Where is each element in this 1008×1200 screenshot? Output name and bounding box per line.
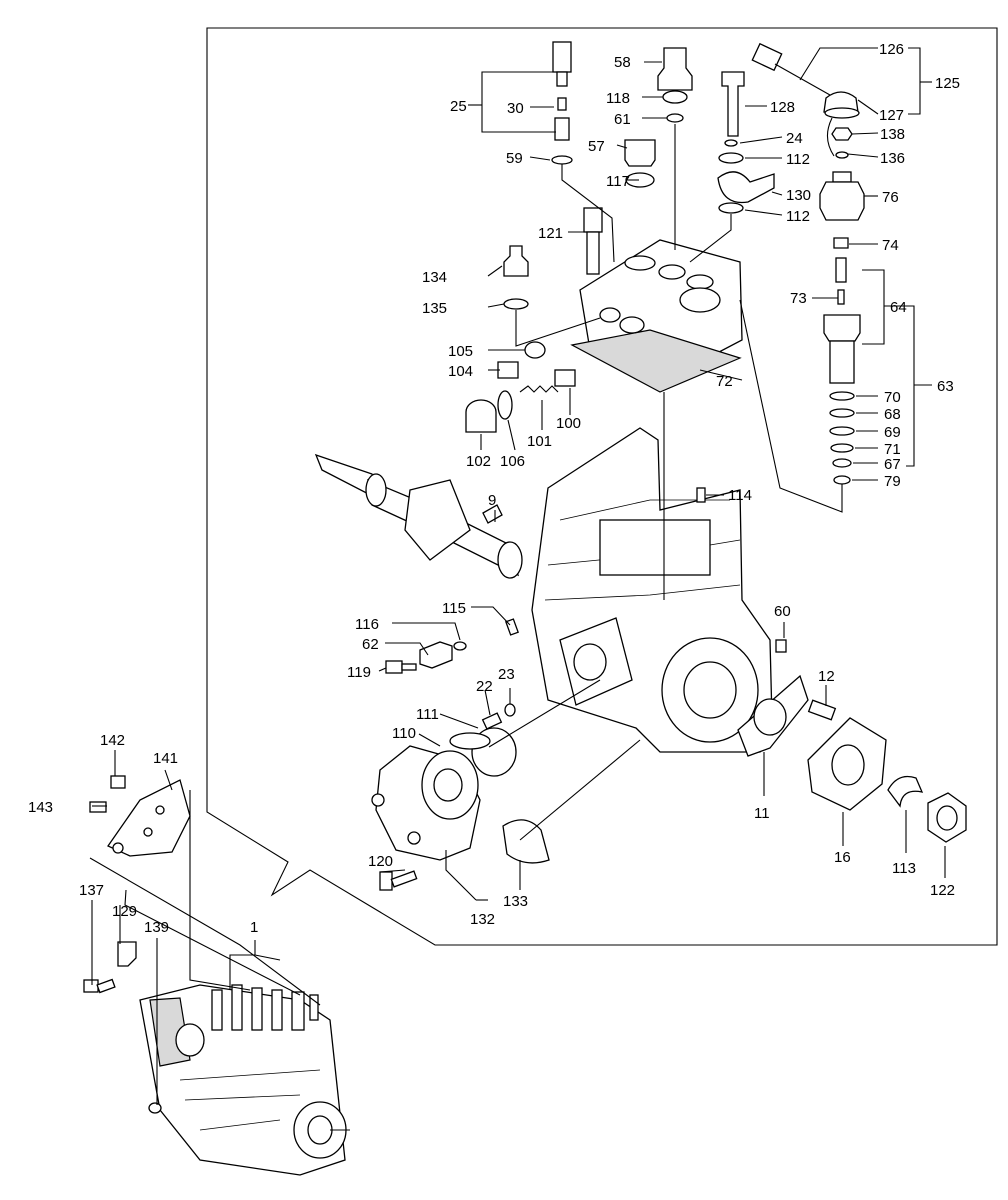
callout-138: 138 [880, 126, 905, 143]
callout-12: 12 [818, 668, 835, 685]
callout-101: 101 [527, 433, 552, 450]
callout-102: 102 [466, 453, 491, 470]
callout-58: 58 [614, 54, 631, 71]
callout-117: 117 [606, 173, 630, 190]
pump-overall-view [139, 984, 350, 1176]
callout-22: 22 [476, 678, 493, 695]
pump-housing [505, 427, 773, 753]
small-parts-left [385, 639, 787, 730]
callout-143: 143 [28, 799, 53, 816]
callout-105: 105 [448, 343, 473, 360]
upper-fittings [503, 41, 775, 310]
callout-1: 1 [250, 919, 258, 936]
callout-62: 62 [362, 636, 379, 653]
callout-116: 116 [355, 616, 379, 633]
callout-121: 121 [538, 225, 563, 242]
callout-135: 135 [422, 300, 447, 317]
coupling-parts [737, 674, 967, 843]
callout-64: 64 [890, 299, 907, 316]
callout-128: 128 [770, 99, 795, 116]
callout-129: 129 [112, 903, 137, 920]
delivery-valve-assembly [823, 257, 861, 485]
callout-9: 9 [488, 492, 496, 509]
callout-111: 111 [416, 706, 439, 723]
callout-137: 137 [79, 882, 104, 899]
callout-104: 104 [448, 363, 473, 380]
callout-142: 142 [100, 732, 125, 749]
callout-125: 125 [935, 75, 960, 92]
callout-112a: 112 [786, 151, 810, 168]
callout-11: 11 [754, 805, 770, 822]
callout-60: 60 [774, 603, 791, 620]
bracket-parts [83, 775, 191, 994]
callout-70: 70 [884, 389, 901, 406]
callout-63: 63 [937, 378, 954, 395]
callout-59: 59 [506, 150, 523, 167]
callout-16: 16 [834, 849, 851, 866]
callout-23: 23 [498, 666, 515, 683]
callout-30: 30 [507, 100, 524, 117]
callout-115: 115 [442, 600, 466, 617]
distributor-head [570, 239, 743, 393]
callout-112b: 112 [786, 208, 810, 225]
callout-141: 141 [153, 750, 178, 767]
callout-100: 100 [556, 415, 581, 432]
callout-114: 114 [728, 487, 752, 504]
callout-71: 71 [884, 441, 901, 458]
callout-73: 73 [790, 290, 807, 307]
solenoid-valve [819, 171, 865, 249]
callout-134: 134 [422, 269, 447, 286]
callout-127: 127 [879, 107, 904, 124]
detail-frame [206, 27, 998, 946]
callout-132: 132 [470, 911, 495, 928]
callout-76: 76 [882, 189, 899, 206]
callout-61: 61 [614, 111, 631, 128]
callout-122: 122 [930, 882, 955, 899]
callout-119: 119 [347, 664, 371, 681]
callout-110: 110 [392, 725, 416, 742]
callout-126: 126 [879, 41, 904, 58]
leader-lines [89, 47, 946, 1105]
callout-118: 118 [606, 90, 630, 107]
feed-pump-assembly [371, 727, 550, 891]
callout-139: 139 [144, 919, 169, 936]
sensor-harness-assembly [751, 42, 860, 159]
callout-labels: 126 125 127 138 136 76 74 64 73 63 70 68… [28, 41, 960, 936]
callout-79: 79 [884, 473, 901, 490]
callout-133: 133 [503, 893, 528, 910]
callout-106: 106 [500, 453, 525, 470]
callout-69: 69 [884, 424, 901, 441]
callout-113: 113 [892, 860, 916, 877]
callout-136: 136 [880, 150, 905, 167]
callout-57: 57 [588, 138, 605, 155]
callout-74: 74 [882, 237, 899, 254]
callout-72: 72 [716, 373, 733, 390]
callout-120: 120 [368, 853, 393, 870]
callout-67: 67 [884, 456, 901, 473]
callout-24: 24 [786, 130, 803, 147]
callout-130: 130 [786, 187, 811, 204]
drive-shaft [314, 453, 523, 579]
callout-25: 25 [450, 98, 467, 115]
callout-68: 68 [884, 406, 901, 423]
